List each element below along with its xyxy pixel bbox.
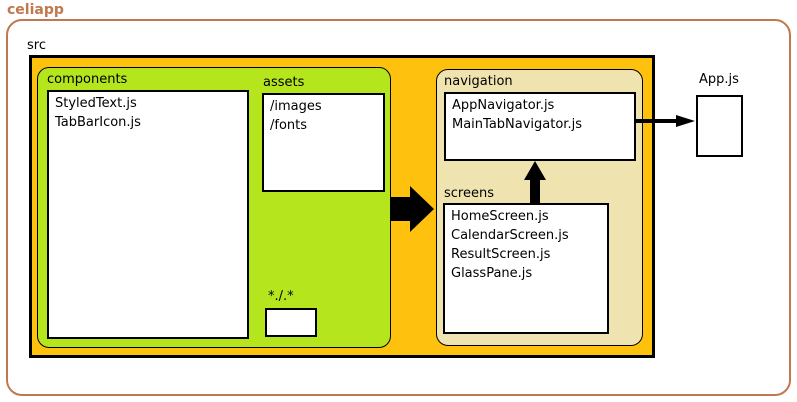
components-to-screens-arrow — [390, 186, 434, 232]
src-label: src — [27, 38, 46, 53]
folder-item: /fonts — [270, 118, 308, 133]
file-item: MainTabNavigator.js — [452, 117, 582, 132]
file-item: StyledText.js — [55, 96, 137, 111]
app-frame — [6, 19, 791, 396]
screens-file-box: HomeScreen.js CalendarScreen.js ResultSc… — [443, 203, 609, 334]
navigation-file-box: AppNavigator.js MainTabNavigator.js — [444, 92, 636, 161]
screens-label: screens — [444, 186, 494, 201]
components-label: components — [47, 72, 128, 87]
app-title: celiapp — [7, 2, 64, 18]
file-item: AppNavigator.js — [452, 98, 555, 113]
assets-label: assets — [263, 75, 305, 90]
file-item: CalendarScreen.js — [451, 228, 569, 243]
misc-files-box — [265, 308, 317, 337]
appjs-box — [696, 95, 743, 157]
navigation-to-appjs-arrowhead — [676, 115, 695, 127]
folder-item: /images — [270, 99, 322, 114]
file-item: HomeScreen.js — [451, 209, 549, 224]
appjs-label: App.js — [699, 72, 739, 87]
assets-file-box: /images /fonts — [262, 93, 385, 192]
file-item: TabBarIcon.js — [55, 115, 141, 130]
file-item: GlassPane.js — [451, 266, 533, 281]
components-file-box: StyledText.js TabBarIcon.js — [47, 90, 249, 339]
navigation-label: navigation — [444, 74, 513, 89]
screens-to-navigation-arrow — [524, 161, 546, 203]
misc-files-label: *./.* — [268, 289, 294, 304]
file-item: ResultScreen.js — [451, 247, 551, 262]
